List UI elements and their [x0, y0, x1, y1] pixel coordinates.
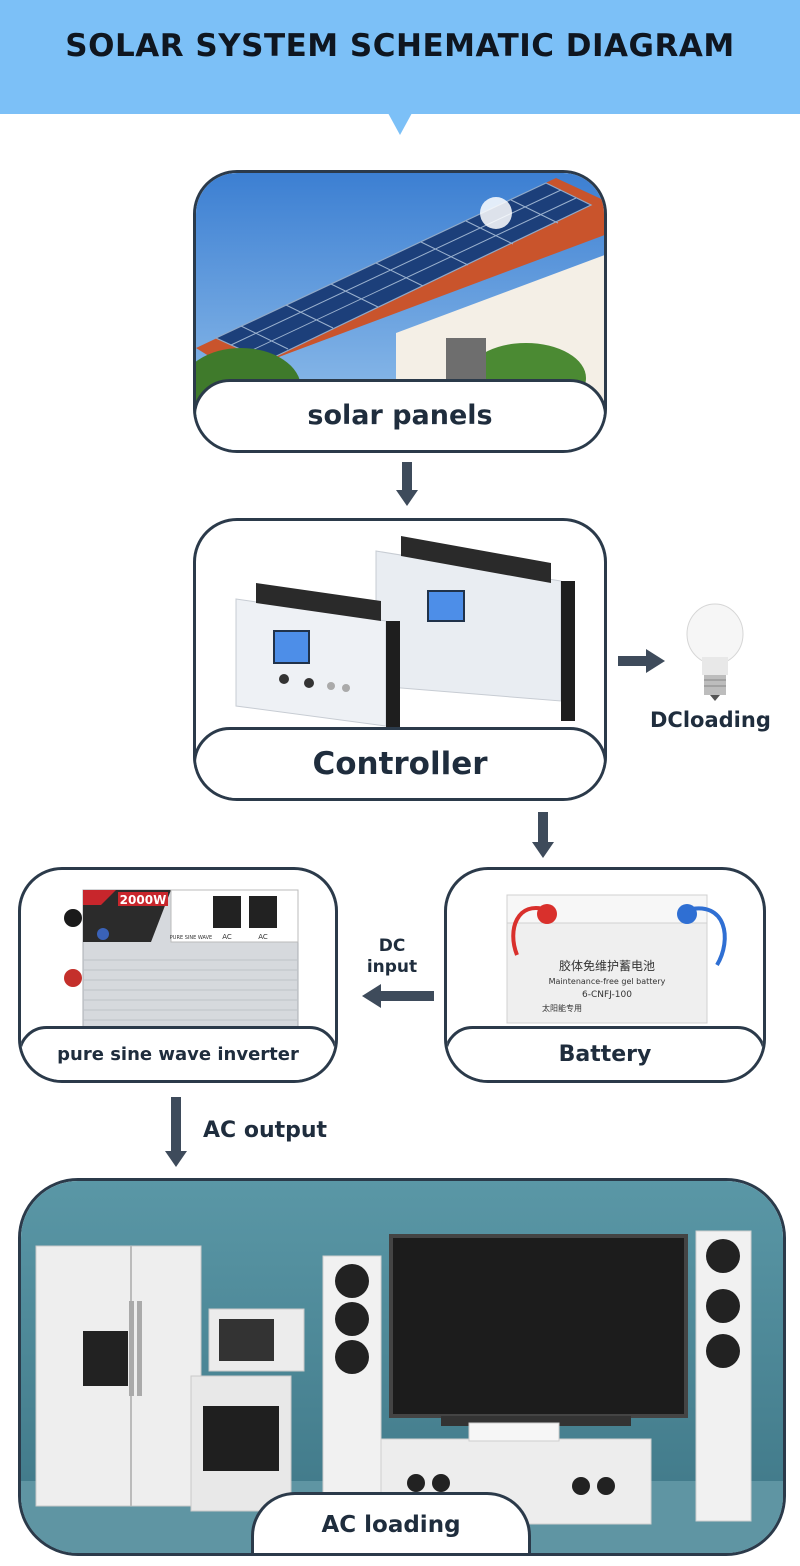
header-banner: SOLAR SYSTEM SCHEMATIC DIAGRAM: [0, 0, 800, 114]
controller-label-text: Controller: [312, 746, 488, 782]
inverter-card: 2000W AC AC PURE SINE WAVE pure sine wav…: [18, 867, 338, 1083]
inverter-illustration: 2000W AC AC PURE SINE WAVE: [64, 889, 299, 1031]
controller-illustration: [235, 536, 575, 731]
arrow-panels-to-controller: [396, 462, 418, 506]
arrow-controller-to-battery: [532, 812, 554, 858]
inverter-label: pure sine wave inverter: [21, 1026, 335, 1080]
dc-input-line2: input: [366, 957, 418, 977]
controller-card: Controller: [193, 518, 607, 801]
inverter-ac1-text: AC: [222, 933, 232, 941]
dc-input-label: DC input: [360, 936, 424, 978]
battery-cn-text: 胶体免维护蓄电池: [559, 958, 655, 973]
solar-panels-card: solar panels: [193, 170, 607, 453]
battery-label: Battery: [447, 1026, 763, 1080]
battery-label-text: Battery: [558, 1042, 652, 1067]
ac-loading-label: AC loading: [251, 1492, 531, 1553]
ac-loading-label-text: AC loading: [321, 1512, 461, 1538]
inverter-ac2-text: AC: [258, 933, 268, 941]
ac-loading-card: AC loading: [18, 1178, 786, 1556]
diagram-title: SOLAR SYSTEM SCHEMATIC DIAGRAM: [65, 28, 735, 64]
battery-illustration: 胶体免维护蓄电池 Maintenance-free gel battery 6-…: [506, 894, 727, 1024]
controller-label: Controller: [196, 727, 604, 798]
inverter-power-text: 2000W: [120, 893, 167, 907]
lightbulb-icon: [686, 603, 744, 701]
battery-model-text: 6-CNFJ-100: [582, 990, 632, 1000]
arrow-battery-to-inverter: [362, 984, 434, 1008]
battery-en-text: Maintenance-free gel battery: [549, 977, 666, 986]
dcloading-label: DCloading: [650, 708, 771, 732]
header-pointer: [388, 113, 412, 135]
arrow-controller-to-dcloading: [618, 649, 665, 673]
ac-output-label: AC output: [203, 1118, 328, 1143]
inverter-label-text: pure sine wave inverter: [57, 1044, 299, 1065]
battery-card: 胶体免维护蓄电池 Maintenance-free gel battery 6-…: [444, 867, 766, 1083]
solar-panels-label-text: solar panels: [307, 400, 493, 431]
solar-panels-label: solar panels: [196, 379, 604, 450]
arrow-inverter-to-acloading: [165, 1097, 187, 1167]
dc-input-line1: DC: [378, 936, 406, 956]
battery-cn2-text: 太阳能专用: [542, 1003, 582, 1013]
inverter-pure-text: PURE SINE WAVE: [170, 935, 212, 941]
